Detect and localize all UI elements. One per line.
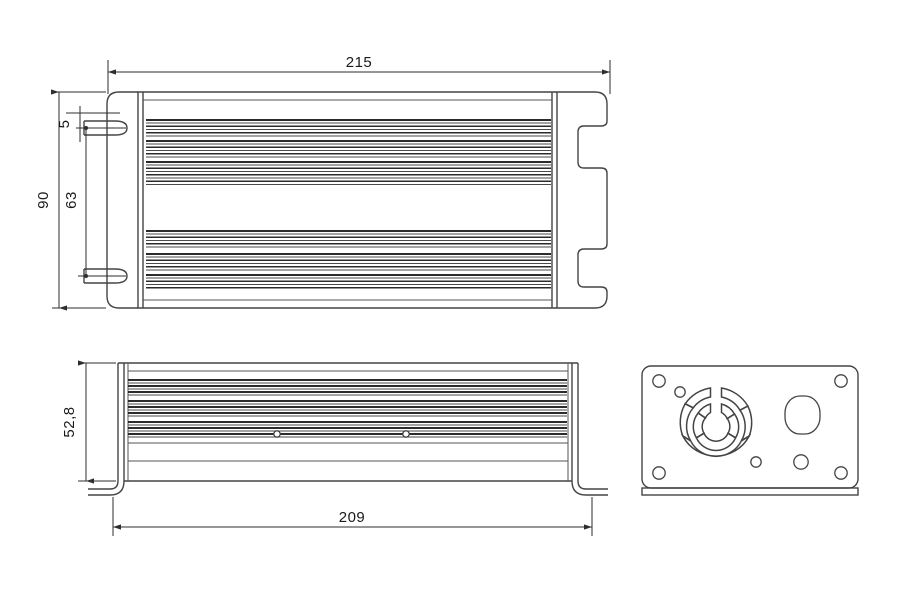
dimension-209: 209 <box>112 497 593 536</box>
dim-90-label: 90 <box>35 191 52 209</box>
dimension-52-8: 52,8 <box>61 360 116 484</box>
dimension-215: 215 <box>107 54 611 94</box>
top-view-edge-lines <box>143 99 552 301</box>
corner-hole <box>834 466 848 480</box>
dimension-5: 5 <box>56 106 120 142</box>
top-view: 215 90 63 <box>35 54 611 311</box>
side-view: 52,8 209 <box>61 360 608 536</box>
lower-hole <box>793 454 809 470</box>
small-hole-bottom <box>750 456 762 468</box>
corner-hole <box>652 466 666 480</box>
connector-hole <box>784 395 821 435</box>
end-panel-corner-holes <box>652 374 848 480</box>
side-view-screw-holes <box>273 430 410 438</box>
side-view-panel-lines <box>128 370 568 462</box>
dim-209-label: 209 <box>339 509 366 526</box>
dim-63-label: 63 <box>63 191 80 209</box>
fan-grille-slot-group-upper-left <box>684 387 712 420</box>
top-view-fins-upper <box>146 119 551 185</box>
dim-5-label: 5 <box>56 120 73 129</box>
side-view-housing-outline <box>88 362 608 496</box>
dim-215-label: 215 <box>346 54 373 71</box>
screw-hole <box>273 430 281 438</box>
corner-hole <box>652 374 666 388</box>
screw-hole <box>402 430 410 438</box>
end-view <box>641 365 859 496</box>
top-view-housing-outline <box>106 91 608 309</box>
dimension-90: 90 <box>35 89 106 311</box>
fan-grille-slot-group-bottom <box>680 432 752 458</box>
small-hole-top <box>674 386 686 398</box>
dim-52-8-label: 52,8 <box>61 406 78 437</box>
fan-grille <box>679 387 753 458</box>
top-view-fins-lower <box>146 230 551 289</box>
top-view-body-block <box>137 92 558 308</box>
corner-hole <box>834 374 848 388</box>
end-panel-base-strip <box>641 487 859 496</box>
side-view-fins <box>128 379 567 438</box>
